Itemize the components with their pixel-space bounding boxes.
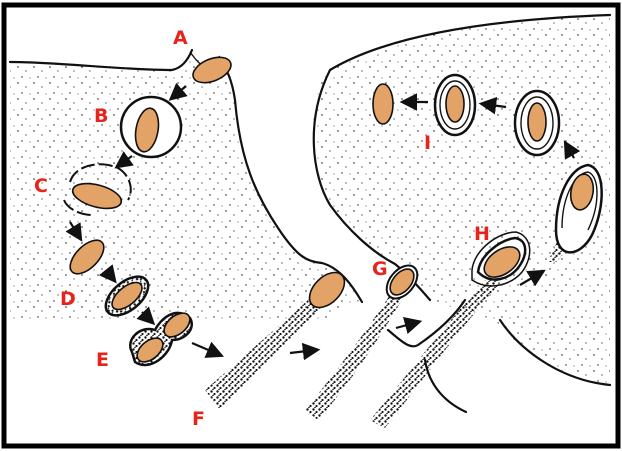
label-i: I (424, 132, 431, 154)
label-g: G (372, 258, 388, 280)
stage-i-cell-3 (515, 91, 559, 155)
label-b: B (94, 105, 108, 127)
label-e: E (96, 349, 109, 371)
stage-i-cell-1 (373, 84, 393, 124)
label-f: F (192, 408, 205, 430)
stage-b-cell (121, 97, 181, 157)
label-c: C (34, 175, 48, 197)
label-d: D (60, 288, 76, 310)
label-h: H (474, 223, 490, 245)
stage-i-cell-2 (435, 75, 475, 135)
label-a: A (173, 27, 188, 49)
